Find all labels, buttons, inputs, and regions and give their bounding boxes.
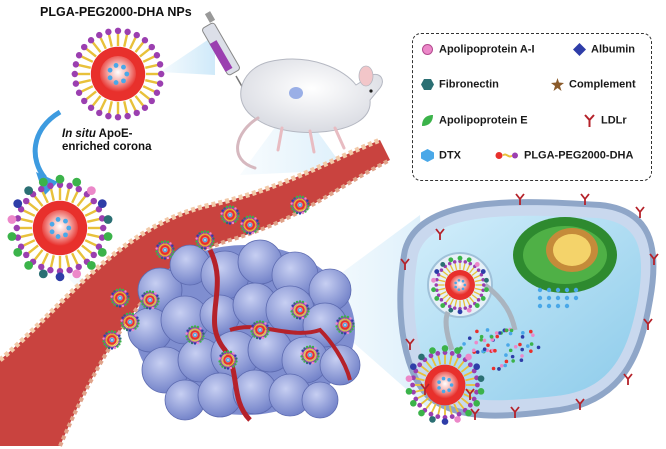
nanoparticle-small bbox=[250, 320, 270, 340]
internalization-arrow bbox=[443, 310, 455, 351]
ldlr-receptor bbox=[580, 193, 590, 205]
nanoparticle-small bbox=[220, 205, 240, 225]
zoom-beam-mouse bbox=[240, 100, 345, 175]
legend-item-complement: Complement bbox=[551, 78, 636, 91]
ldlr-receptor bbox=[575, 398, 585, 410]
corona-label: In situ ApoE- enriched corona bbox=[62, 128, 151, 153]
nanoparticle-small bbox=[240, 215, 260, 235]
ldlr-receptor bbox=[643, 318, 653, 330]
nanoparticle-small bbox=[290, 300, 310, 320]
ldlr-receptor bbox=[635, 206, 645, 218]
nanoparticle-binding-cell bbox=[405, 345, 485, 425]
ldlr-receptor bbox=[420, 383, 430, 395]
dtx-particle bbox=[564, 303, 570, 309]
legend-item-fibronectin: Fibronectin bbox=[421, 78, 499, 91]
tumor-cell bbox=[319, 344, 361, 386]
ldlr-receptor bbox=[510, 406, 520, 418]
dtx-particle bbox=[537, 303, 543, 309]
zoom-beam-cell bbox=[305, 215, 430, 410]
blood-vessel-wall bbox=[0, 137, 381, 362]
nanoparticle-small bbox=[120, 312, 140, 332]
receptor-icon bbox=[584, 114, 595, 127]
dtx-particle bbox=[573, 295, 579, 301]
polymer-chain-icon bbox=[495, 152, 518, 159]
legend-item-albumin: Albumin bbox=[573, 43, 635, 56]
syringe-icon bbox=[202, 11, 249, 98]
nanoparticle-small bbox=[102, 330, 122, 350]
dtx-particle bbox=[555, 287, 561, 293]
dtx-particle bbox=[546, 287, 552, 293]
nanoparticle-in-endosome bbox=[431, 255, 489, 315]
nanoparticle-small bbox=[140, 290, 160, 310]
nanoparticle-small bbox=[300, 345, 320, 365]
blood-vessel bbox=[0, 140, 390, 446]
ldlr-receptor bbox=[465, 388, 475, 400]
mouse-icon bbox=[236, 58, 383, 170]
dtx-particle bbox=[564, 287, 570, 293]
legend-item-apolipoprotein-a1: Apolipoprotein A-I bbox=[421, 43, 535, 56]
dtx-particle bbox=[546, 303, 552, 309]
nanoparticle-small bbox=[185, 325, 205, 345]
legend-item-dtx: DTX bbox=[421, 149, 461, 162]
dtx-particle bbox=[555, 295, 561, 301]
ldlr-receptor bbox=[470, 408, 480, 420]
legend-item-apolipoprotein-e: Apolipoprotein E bbox=[421, 114, 528, 127]
zoom-beam-syringe bbox=[160, 35, 215, 75]
brown-star-icon bbox=[551, 78, 564, 91]
nanoparticle-apoe-corona bbox=[7, 174, 113, 282]
teal-hexagon-icon bbox=[421, 79, 434, 90]
release-arrow bbox=[483, 283, 518, 331]
dtx-particle bbox=[537, 295, 543, 301]
ldlr-receptor bbox=[435, 228, 445, 240]
ldlr-receptor bbox=[649, 253, 659, 265]
nanoparticle-title: PLGA-PEG2000-DHA NPs bbox=[40, 5, 192, 19]
legend-item-plga-peg2000-dha: PLGA-PEG2000-DHA bbox=[495, 149, 633, 162]
transformation-arrow bbox=[32, 109, 62, 180]
ldlr-receptor bbox=[623, 373, 633, 385]
nanoparticle-small bbox=[110, 288, 130, 308]
dtx-particle bbox=[555, 303, 561, 309]
released-drug-cloud bbox=[459, 287, 579, 371]
dtx-particle bbox=[573, 287, 579, 293]
nanoparticle-small bbox=[290, 195, 310, 215]
dtx-particle bbox=[537, 287, 543, 293]
blood-vessel-inner-wall bbox=[58, 158, 391, 447]
nanoparticle-small bbox=[195, 230, 215, 250]
legend-box: Apolipoprotein A-I Albumin Fibronectin C… bbox=[412, 33, 652, 181]
nanoparticle-plain bbox=[71, 27, 165, 121]
dtx-particle bbox=[546, 295, 552, 301]
ldlr-receptor bbox=[515, 193, 525, 205]
dtx-particle bbox=[564, 295, 570, 301]
tumor-cell bbox=[301, 381, 339, 419]
blue-cube-icon bbox=[421, 149, 434, 162]
nanoparticle-small bbox=[155, 240, 175, 260]
green-leaf-icon bbox=[422, 115, 433, 126]
ldlr-receptor bbox=[405, 338, 415, 350]
legend-item-ldlr: LDLr bbox=[583, 114, 627, 127]
corona-line1-label: ApoE- bbox=[98, 128, 133, 140]
nucleus bbox=[513, 217, 617, 293]
nanoparticle-small bbox=[218, 350, 238, 370]
blue-diamond-icon bbox=[573, 43, 586, 56]
corona-line2-label: enriched corona bbox=[62, 140, 152, 153]
tumor-capillary bbox=[207, 248, 252, 422]
pink-sphere-icon bbox=[422, 44, 433, 55]
ldlr-receptor bbox=[400, 258, 410, 270]
nanoparticle-small bbox=[335, 315, 355, 335]
corona-italic-label: In situ bbox=[62, 128, 96, 140]
